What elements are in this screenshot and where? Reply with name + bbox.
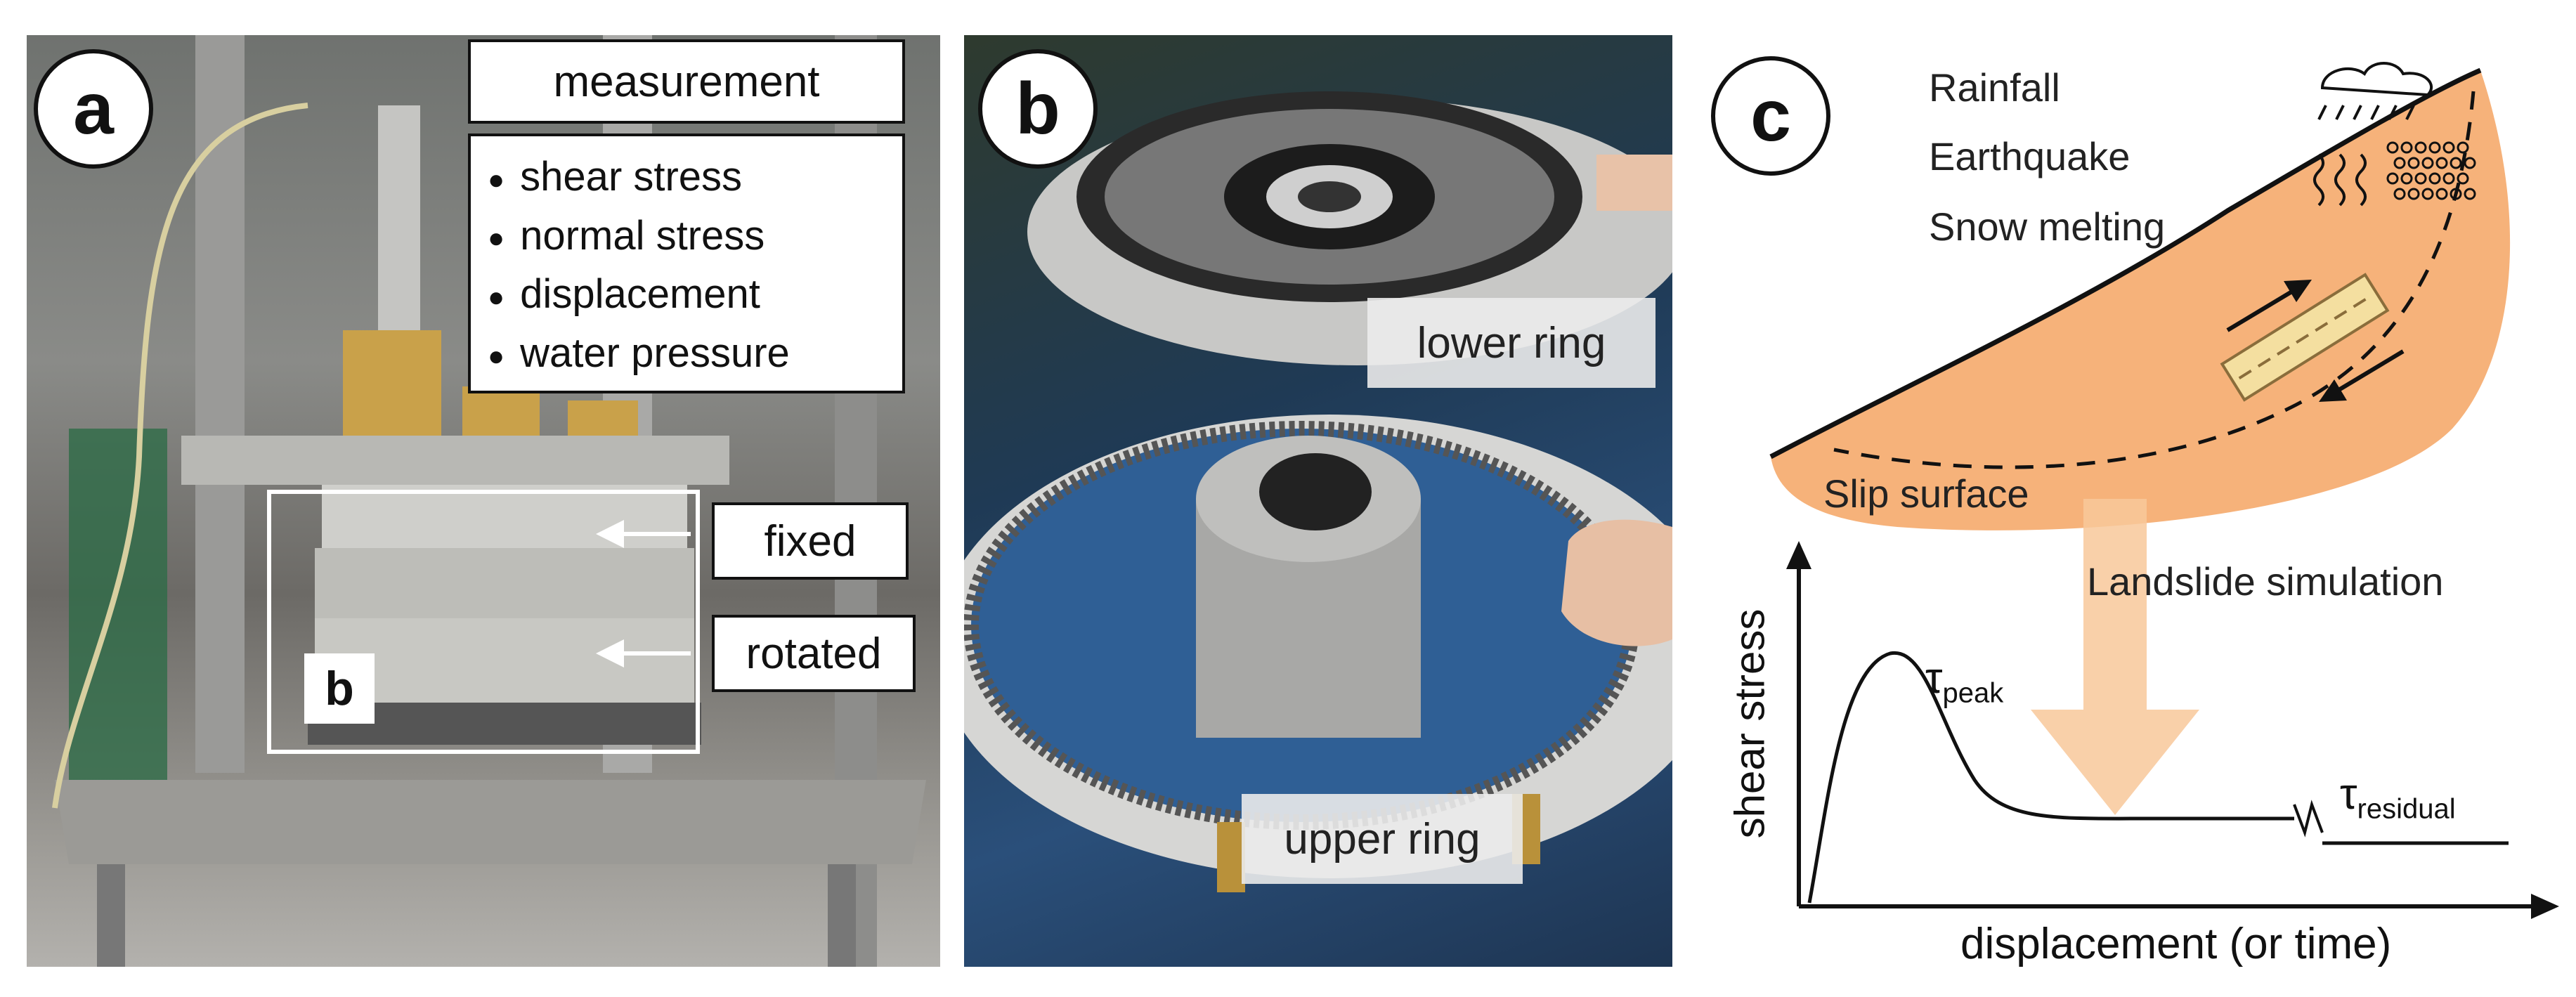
panel-a-photo: a measurement shear stress normal stress…: [27, 35, 940, 967]
snow-dot: [2421, 157, 2434, 169]
measurement-list-box: shear stress normal stress displacement …: [468, 133, 905, 393]
y-axis-label: shear stress: [1726, 608, 1774, 839]
residual-subscript: residual: [2357, 793, 2456, 825]
snow-dot: [2393, 157, 2406, 169]
x-axis-arrowhead: [2531, 894, 2559, 919]
earthquake-wave-icon: [2313, 153, 2367, 207]
slip-surface-line: [1833, 91, 2476, 469]
snow-dot: [2464, 157, 2476, 169]
snow-dot: [2400, 141, 2413, 154]
lower-ring-label: lower ring: [1367, 298, 1655, 388]
panel-b-label: b: [978, 49, 1098, 169]
snow-particles-icon: [2386, 141, 2476, 200]
panel-b-photo: b lower ring upper ring: [964, 35, 1672, 967]
shear-arrow-up: [2226, 280, 2312, 332]
snow-dot: [2407, 157, 2420, 169]
snow-dot: [2457, 172, 2469, 185]
trigger-rainfall: Rainfall: [1929, 65, 2060, 110]
snow-dot: [2428, 141, 2441, 154]
snow-dot: [2457, 141, 2469, 154]
snow-dot: [2435, 157, 2448, 169]
snow-dot: [2386, 141, 2399, 154]
rain-cloud-icon: [2317, 62, 2433, 120]
snow-dot: [2435, 188, 2448, 200]
tau-residual-label: τresidual: [2340, 769, 2456, 825]
snow-dot: [2407, 188, 2420, 200]
snow-dot: [2400, 172, 2413, 185]
snow-dot: [2393, 188, 2406, 200]
inset-b-label: b: [304, 653, 375, 724]
slip-surface-label: Slip surface: [1823, 471, 2029, 516]
snow-dot: [2464, 188, 2476, 200]
slope-body: [1771, 70, 2511, 530]
measurement-item: displacement: [488, 266, 885, 325]
y-axis-arrowhead: [1786, 541, 1811, 569]
landslide-simulation-label: Landslide simulation: [2087, 559, 2444, 604]
upper-ring-label: upper ring: [1242, 794, 1523, 884]
axis-break: [2293, 800, 2324, 838]
stress-curve: [1807, 651, 2294, 904]
snow-dot: [2442, 172, 2455, 185]
snow-dot: [2450, 157, 2462, 169]
landslide-simulation-arrow: [2031, 499, 2199, 815]
panel-a-label: a: [34, 49, 153, 169]
slip-band: [2220, 273, 2390, 402]
panel-c-diagram: c Rainfall Earthquake Snow melting Slip …: [1693, 35, 2565, 967]
snow-dot: [2421, 188, 2434, 200]
peak-subscript: peak: [1942, 677, 2004, 709]
snow-dot: [2414, 141, 2427, 154]
measurement-title: measurement: [468, 39, 905, 124]
measurement-item: shear stress: [488, 149, 885, 208]
measurement-item: water pressure: [488, 325, 885, 384]
measurement-list: shear stress normal stress displacement …: [471, 136, 902, 397]
x-axis-label: displacement (or time): [1960, 920, 2392, 967]
shear-arrow-down: [2319, 349, 2405, 402]
snow-dot: [2450, 188, 2462, 200]
fixed-label: fixed: [712, 502, 909, 580]
tau-symbol: τ: [2340, 770, 2357, 819]
tau-symbol: τ: [1925, 654, 1943, 703]
panel-c-label: c: [1711, 56, 1830, 176]
ring-parts-illustration: [964, 91, 1672, 892]
snow-dot: [2442, 141, 2455, 154]
measurement-item: normal stress: [488, 208, 885, 267]
ground-surface: [1769, 67, 2482, 460]
snow-dot: [2414, 172, 2427, 185]
snow-dot: [2428, 172, 2441, 185]
landslide-schematic: [1769, 62, 2559, 919]
trigger-snow-melting: Snow melting: [1929, 204, 2166, 249]
rotated-label: rotated: [712, 615, 916, 692]
snow-dot: [2386, 172, 2399, 185]
trigger-earthquake: Earthquake: [1929, 134, 2131, 178]
tau-peak-label: τpeak: [1925, 653, 2003, 709]
